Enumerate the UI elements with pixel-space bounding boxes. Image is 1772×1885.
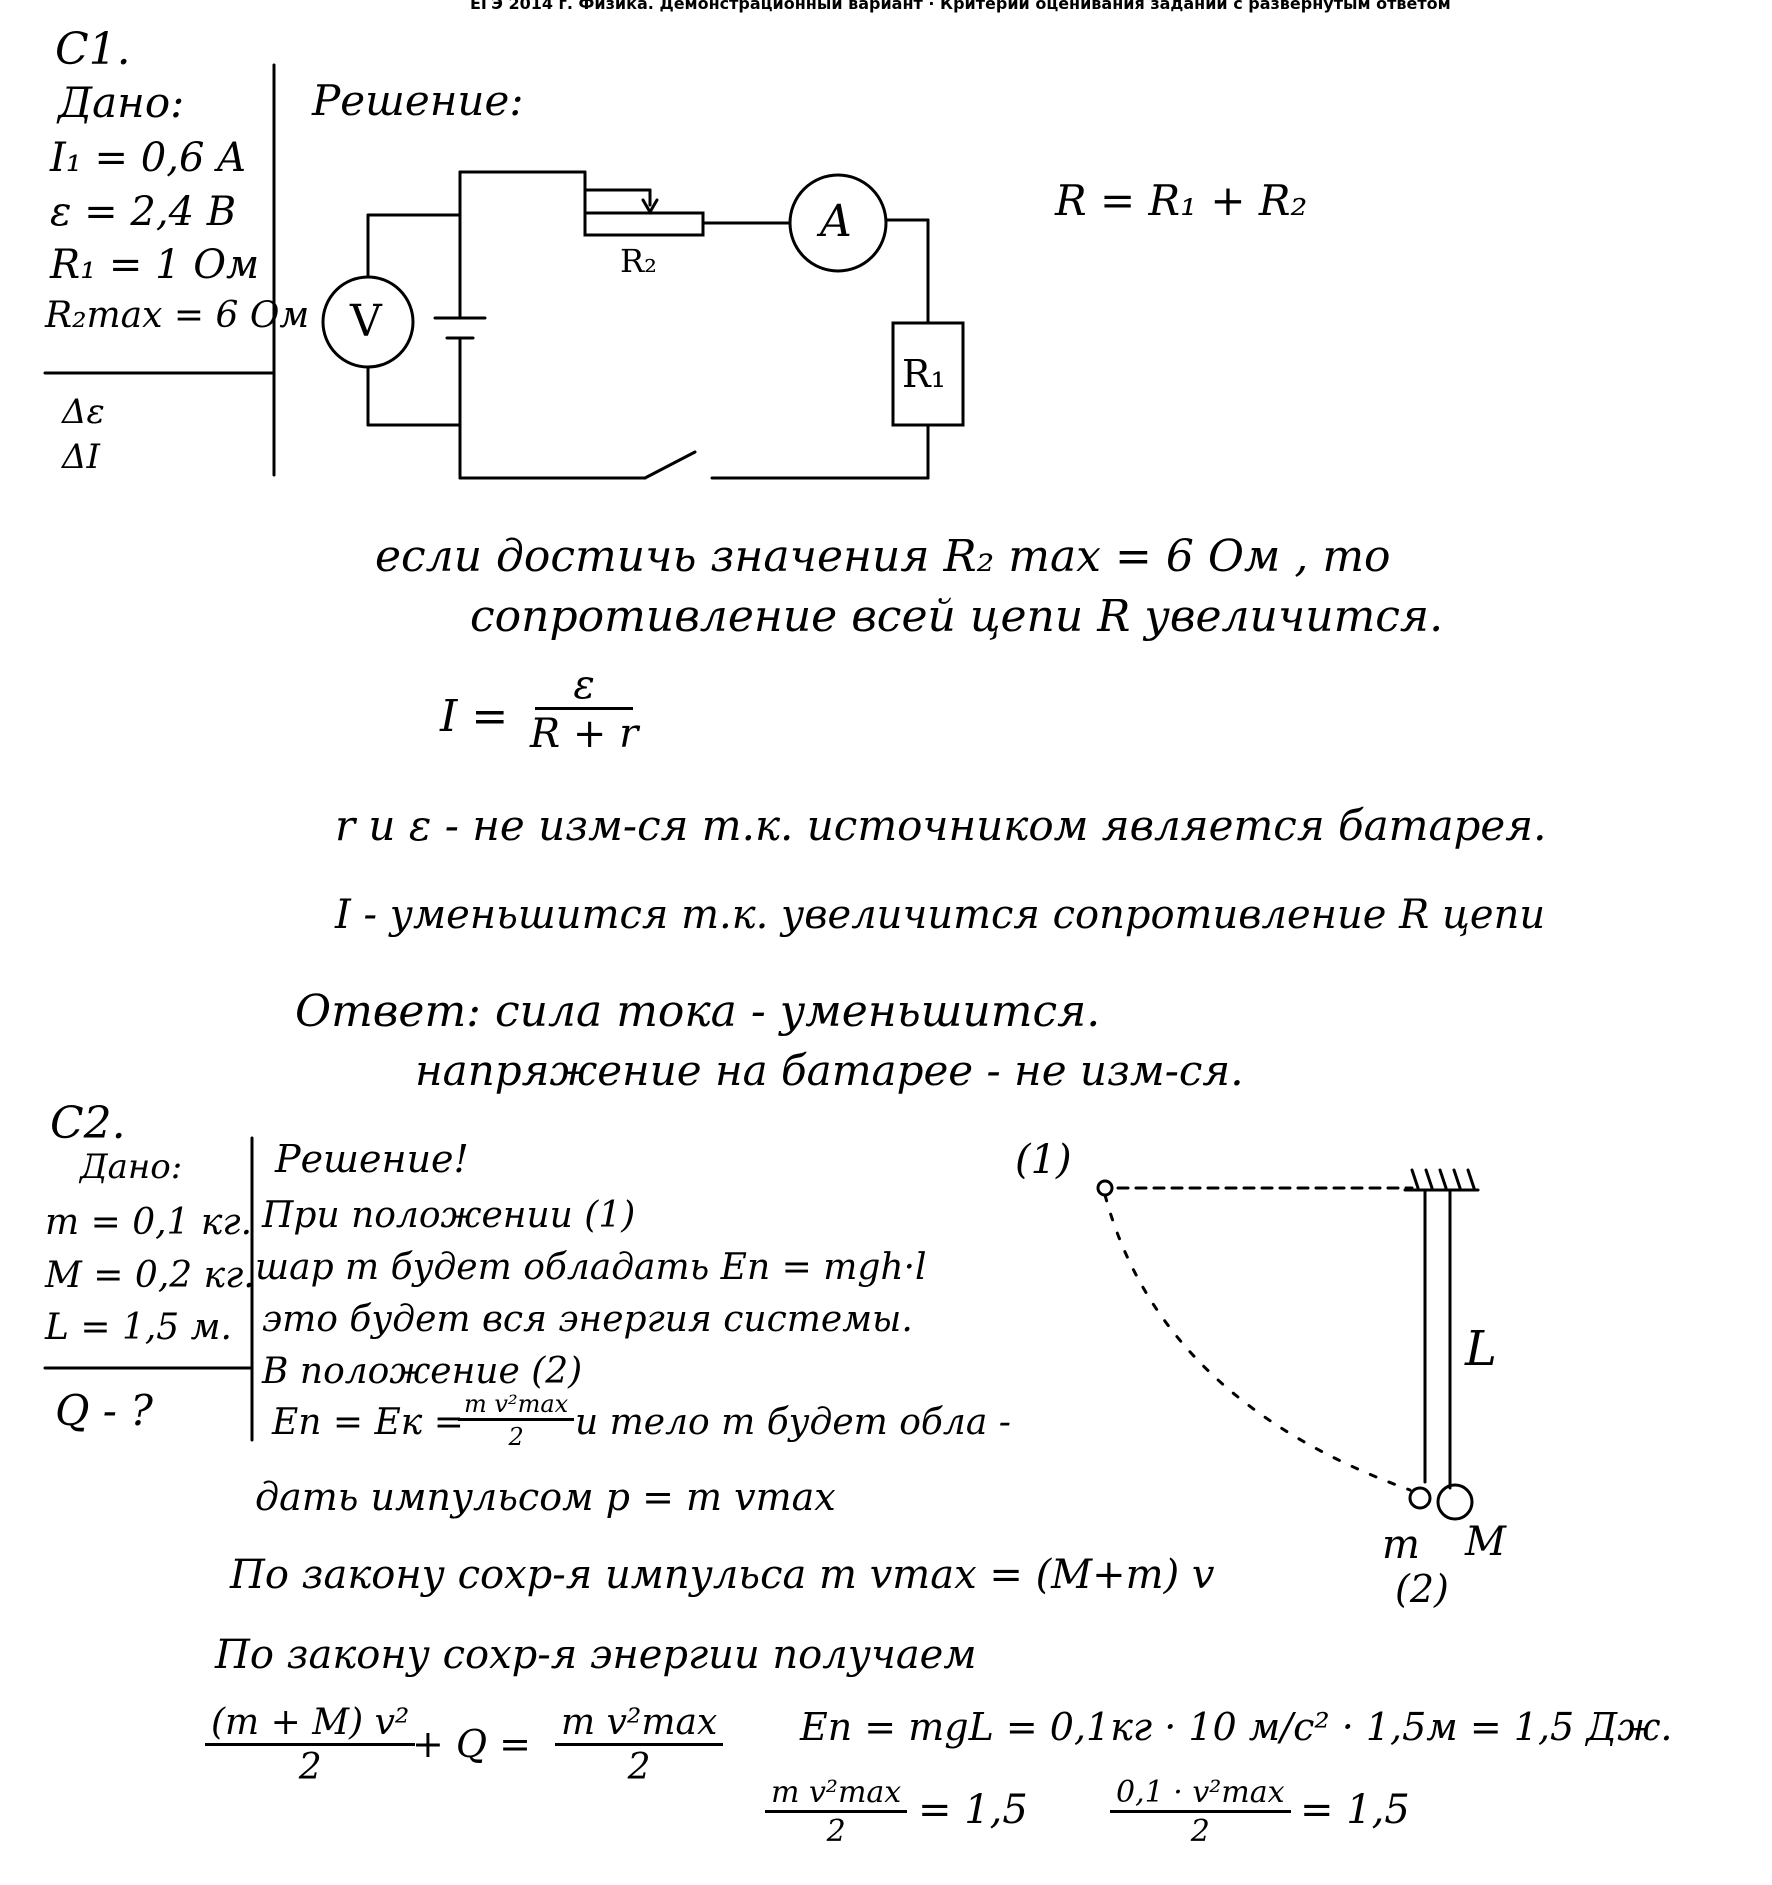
c2-calc3-denominator: 2 xyxy=(1190,1814,1210,1849)
c1-ohm-fraction: ε R + r xyxy=(530,665,638,754)
c2-given-big-mass: M = 0,2 кг. xyxy=(45,1255,255,1296)
c1-text-line3: r и ε - не изм-ся т.к. источником являет… xyxy=(335,801,1547,850)
c2-energy-eq-right-numerator: m v²max xyxy=(555,1705,724,1746)
c1-text-line4: I - уменьшится т.к. увеличится сопротивл… xyxy=(335,892,1546,938)
pendulum-position1-label: (1) xyxy=(1015,1137,1072,1183)
c2-energy-law: По закону сохр-я энергии получаем xyxy=(215,1632,977,1678)
voltmeter-label: V xyxy=(350,296,382,347)
c2-energy-eq-middle: + Q = xyxy=(412,1722,531,1766)
c2-ek-fraction: m v²max 2 xyxy=(458,1392,575,1451)
resistor-r1-label: R₁ xyxy=(902,352,946,396)
c2-calc2-value: = 1,5 xyxy=(918,1787,1028,1833)
c1-ohm-denominator: R + r xyxy=(530,711,639,757)
c2-given-small-mass: m = 0,1 кг. xyxy=(45,1202,253,1243)
c2-calc3-numerator: 0,1 · v²max xyxy=(1110,1778,1291,1813)
c1-find-delta-current: ΔI xyxy=(62,437,100,477)
c1-formula-total-resistance: R = R₁ + R₂ xyxy=(1055,176,1308,225)
c2-energy-eq-left-denominator: 2 xyxy=(298,1747,322,1788)
c2-line-position2: В положение (2) xyxy=(262,1351,583,1392)
c2-energy-eq-left-fraction: (m + M) v² 2 xyxy=(205,1705,416,1788)
swing-arc xyxy=(1103,1193,1412,1492)
ball-m xyxy=(1408,1486,1432,1510)
c2-potential-energy-calc: Eп = mgL = 0,1кг · 10 м/с² · 1,5м = 1,5 … xyxy=(800,1705,1673,1749)
c1-given-r1: R₁ = 1 Ом xyxy=(50,242,260,288)
c1-answer-line2: напряжение на батарее - не изм-ся. xyxy=(415,1046,1244,1095)
pendulum-big-ball-label: M xyxy=(1465,1519,1506,1565)
c2-task-label: C2. xyxy=(50,1098,126,1149)
c1-solution-title: Решение: xyxy=(312,76,524,125)
pendulum-length-label: L xyxy=(1465,1321,1497,1377)
c2-solution-title: Решение! xyxy=(275,1137,469,1181)
c2-energy-eq-right-fraction: m v²max 2 xyxy=(555,1705,724,1788)
c2-impulse-line: дать импульсом p = m vmax xyxy=(255,1475,836,1519)
switch xyxy=(643,450,697,480)
ammeter-label: A xyxy=(820,196,852,247)
c1-ohm-numerator: ε xyxy=(535,665,633,710)
rheostat-r2-label: R₂ xyxy=(620,242,657,280)
c2-given-length: L = 1,5 м. xyxy=(45,1307,232,1348)
c2-given-title: Дано: xyxy=(80,1147,183,1187)
c2-ek-left: Eп = Eк = xyxy=(272,1402,464,1443)
c2-calc2-denominator: 2 xyxy=(826,1814,846,1849)
rheostat-r2 xyxy=(583,211,705,237)
c1-text-line2: сопротивление всей цепи R увеличится. xyxy=(470,591,1444,642)
c2-find-heat: Q - ? xyxy=(55,1386,153,1435)
pendulum-small-ball-label: m xyxy=(1382,1522,1420,1568)
pendulum-position2-label: (2) xyxy=(1395,1567,1449,1611)
c1-text-line1: если достичь значения R₂ max = 6 Ом , то xyxy=(375,531,1391,582)
ball-M xyxy=(1436,1483,1474,1521)
c1-given-r2max: R₂max = 6 Ом xyxy=(45,295,310,336)
c1-given-title: Дано: xyxy=(58,78,185,127)
c2-line-position1: При положении (1) xyxy=(262,1195,636,1236)
c2-calc2-fraction: m v²max 2 xyxy=(765,1778,908,1849)
c1-answer-line1: Ответ: сила тока - уменьшится. xyxy=(295,986,1101,1037)
c2-line-total-energy: это будет вся энергия системы. xyxy=(262,1299,913,1340)
ball-position-1 xyxy=(1096,1179,1114,1197)
c2-line-potential: шар m будет обладать Eп = mgh·l xyxy=(255,1247,927,1288)
c1-given-current: I₁ = 0,6 A xyxy=(50,135,246,181)
c1-task-label: C1. xyxy=(55,24,131,75)
c2-calc3-fraction: 0,1 · v²max 2 xyxy=(1110,1778,1291,1847)
c1-given-emf: ε = 2,4 B xyxy=(50,189,237,235)
c2-ek-right: и тело m будет обла - xyxy=(575,1402,1011,1443)
c2-calc3-value: = 1,5 xyxy=(1300,1787,1410,1833)
circuit-diagram xyxy=(321,170,965,480)
page-header: ЕГЭ 2014 г. Физика. Демонстрационный вар… xyxy=(470,0,1451,13)
c2-momentum-law: По закону сохр-я импульса m vmax = (M+m)… xyxy=(230,1552,1215,1598)
c2-energy-eq-right-denominator: 2 xyxy=(627,1747,651,1788)
c2-calc2-numerator: m v²max xyxy=(765,1778,908,1813)
c1-find-delta-emf: Δε xyxy=(62,392,105,432)
c2-ek-denominator: 2 xyxy=(508,1423,524,1451)
c2-energy-eq-left-numerator: (m + M) v² xyxy=(205,1705,416,1746)
c1-ohm-left: I = xyxy=(440,691,509,742)
c2-ek-numerator: m v²max xyxy=(458,1392,575,1421)
pendulum-diagram xyxy=(1096,1168,1480,1521)
ammeter-a xyxy=(788,173,888,273)
